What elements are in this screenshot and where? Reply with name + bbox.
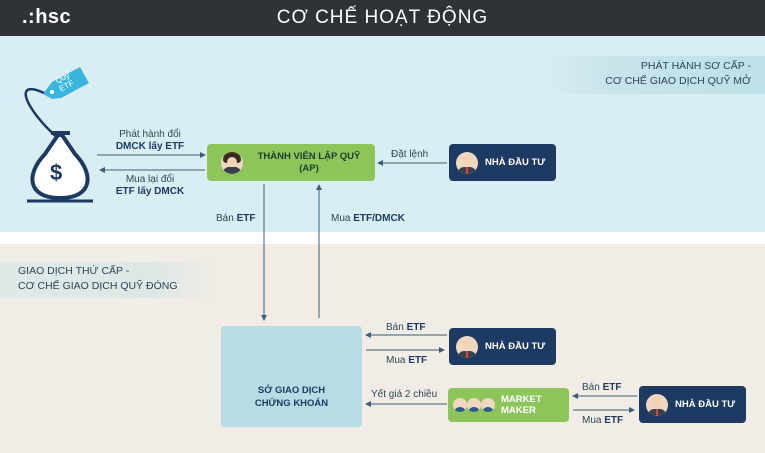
investor-box-bottom: NHÀ ĐẦU TƯ — [639, 386, 746, 423]
buy-etf-dmck-label: Mua ETF/DMCK — [331, 213, 405, 224]
investor-avatar-icon — [456, 151, 478, 174]
investor-avatar-icon — [646, 393, 668, 416]
investor-box-middle: NHÀ ĐẦU TƯ — [449, 328, 556, 365]
redeem-label: Mua lại đổi ETF lấy DMCK — [115, 174, 185, 197]
fund-bag-icon — [24, 88, 93, 203]
investor-avatar-icon — [456, 335, 478, 358]
mm-buy-label: Mua ETF — [582, 415, 624, 426]
dollar-symbol: $ — [50, 160, 63, 185]
header-bar: .:hsc CƠ CHẾ HOẠT ĐỘNG — [0, 0, 765, 36]
quote-label: Yết giá 2 chiều — [371, 389, 438, 400]
investor-sell-label: Bán ETF — [386, 322, 426, 333]
primary-market-label: PHÁT HÀNH SƠ CẤP - CƠ CHẾ GIAO DỊCH QUỸ … — [543, 56, 765, 94]
issue-label: Phát hành đổi DMCK lấy ETF — [115, 129, 185, 152]
market-maker-box: MARKET MAKER — [448, 388, 569, 422]
ap-avatar-icon — [221, 151, 243, 174]
market-maker-group-icon — [453, 398, 495, 412]
hsc-logo: .:hsc — [22, 6, 72, 28]
page-title: CƠ CHẾ HOẠT ĐỘNG — [276, 7, 489, 28]
stock-exchange-box: SỞ GIAO DỊCH CHỨNG KHOÁN — [221, 326, 362, 427]
sell-etf-label: Bán ETF — [216, 213, 256, 224]
order-label: Đặt lệnh — [391, 149, 429, 160]
mm-sell-label: Bán ETF — [582, 382, 622, 393]
etf-tag-icon — [43, 67, 89, 99]
investor-buy-label: Mua ETF — [386, 355, 428, 366]
secondary-market-label: GIAO DỊCH THỨ CẤP - CƠ CHẾ GIAO DỊCH QUỸ… — [0, 262, 218, 298]
investor-box-top: NHÀ ĐẦU TƯ — [449, 144, 556, 181]
ap-box: THÀNH VIÊN LẬP QUỸ (AP) — [207, 144, 375, 181]
